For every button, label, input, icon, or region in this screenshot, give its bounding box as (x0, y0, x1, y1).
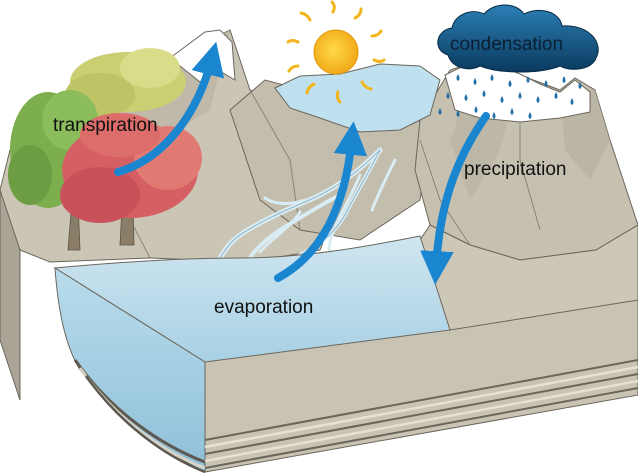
transpiration-arrow (114, 41, 225, 176)
condensation-label: condensation (450, 34, 563, 55)
evaporation-label: evaporation (214, 297, 313, 318)
lake-icon (53, 235, 638, 474)
evaporation-arrow (274, 121, 368, 282)
rain-icon (438, 74, 582, 119)
precipitation-arrow (420, 112, 490, 285)
transpiration-label: transpiration (53, 115, 158, 136)
sun-icon (286, 0, 386, 104)
cloud-icon (437, 4, 599, 73)
precipitation-label: precipitation (464, 159, 566, 180)
